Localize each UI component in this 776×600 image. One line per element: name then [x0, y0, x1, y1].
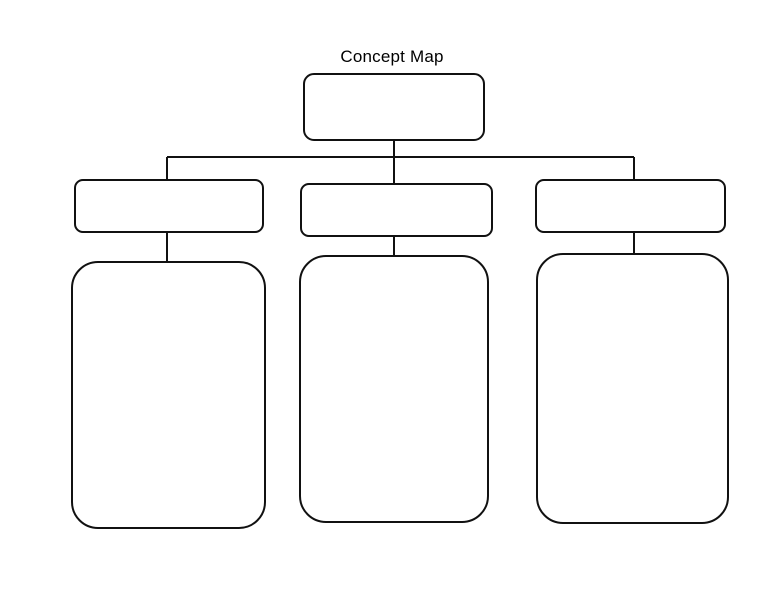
middle-node-box-3[interactable]: [535, 179, 726, 233]
detail-node-box-2[interactable]: [299, 255, 489, 523]
detail-node-box-1[interactable]: [71, 261, 266, 529]
middle-node-box-1[interactable]: [74, 179, 264, 233]
root-node-box[interactable]: [303, 73, 485, 141]
page-title: Concept Map: [340, 47, 443, 66]
detail-node-box-3[interactable]: [536, 253, 729, 524]
middle-node-box-2[interactable]: [300, 183, 493, 237]
